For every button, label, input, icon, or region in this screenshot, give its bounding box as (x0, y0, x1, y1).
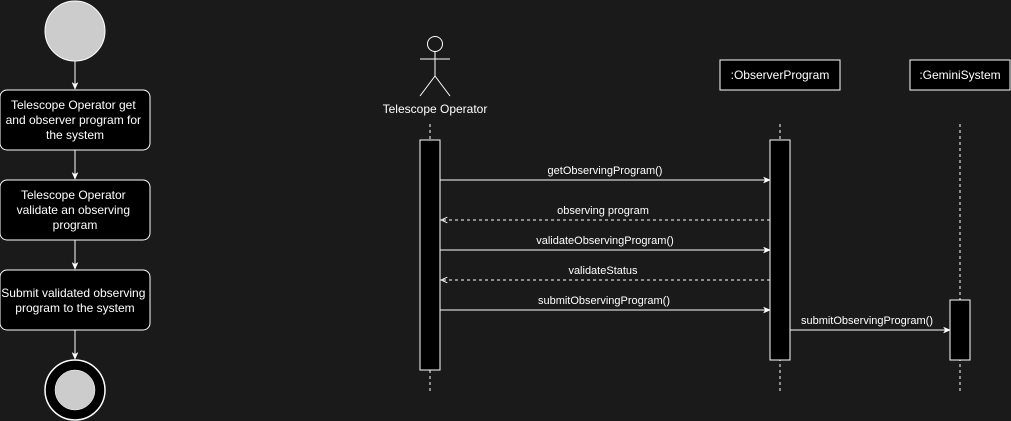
activity-step-3-line-1: Submit validated observing (1, 286, 145, 300)
participant-gemini-system[interactable]: :GeminiSystem (909, 59, 1011, 91)
activity-diagram: Telescope Operator get and observer prog… (0, 0, 151, 421)
message-label-observing-program-return: observing program (557, 205, 649, 217)
activation-bar-gemini-system[interactable] (949, 299, 971, 361)
activity-step-1-line-3: the system (46, 128, 104, 142)
message-label-validate-status-return: validateStatus (568, 265, 638, 277)
activity-step-3[interactable]: Submit validated observing program to th… (0, 269, 151, 331)
stick-figure-icon[interactable] (419, 36, 451, 97)
participant-gemini-system-label: :GeminiSystem (919, 68, 1000, 82)
activity-step-2-line-3: program (53, 218, 98, 232)
activity-step-2-line-1: Telescope Operator (21, 188, 126, 202)
svg-text:Submit validated observing: Submit validated observing program to th… (1, 286, 148, 315)
activity-step-2-line-2: validate an observing (17, 203, 130, 217)
activity-step-3-line-2: program to the system (15, 301, 134, 315)
activity-step-1[interactable]: Telescope Operator get and observer prog… (0, 89, 151, 151)
sequence-diagram: Telescope Operator :ObserverProgram :Gem… (383, 36, 1011, 392)
participant-observer-program-label: :ObserverProgram (731, 68, 830, 82)
message-label-validate-observing-program: validateObservingProgram() (536, 235, 674, 247)
message-label-get-observing-program: getObservingProgram() (548, 165, 663, 177)
activity-start-node[interactable] (44, 0, 106, 62)
svg-text:Telescope Operator get: Telescope Operator get and observer prog… (6, 98, 145, 142)
activity-step-1-line-1: Telescope Operator get (11, 98, 136, 112)
message-label-submit-to-gemini: submitObservingProgram() (801, 315, 933, 327)
activity-end-node[interactable] (44, 359, 106, 421)
activity-step-1-line-2: and observer program for (6, 113, 141, 127)
activation-bar-telescope-operator[interactable] (419, 139, 441, 371)
participant-observer-program[interactable]: :ObserverProgram (719, 59, 841, 91)
message-label-submit-observing-program: submitObservingProgram() (538, 295, 670, 307)
svg-text:Telescope Operator val: Telescope Operator validate an observing… (17, 188, 134, 232)
actor-label: Telescope Operator (383, 102, 488, 116)
activity-step-2[interactable]: Telescope Operator validate an observing… (0, 179, 151, 241)
activation-bar-observer-program[interactable] (769, 139, 791, 361)
